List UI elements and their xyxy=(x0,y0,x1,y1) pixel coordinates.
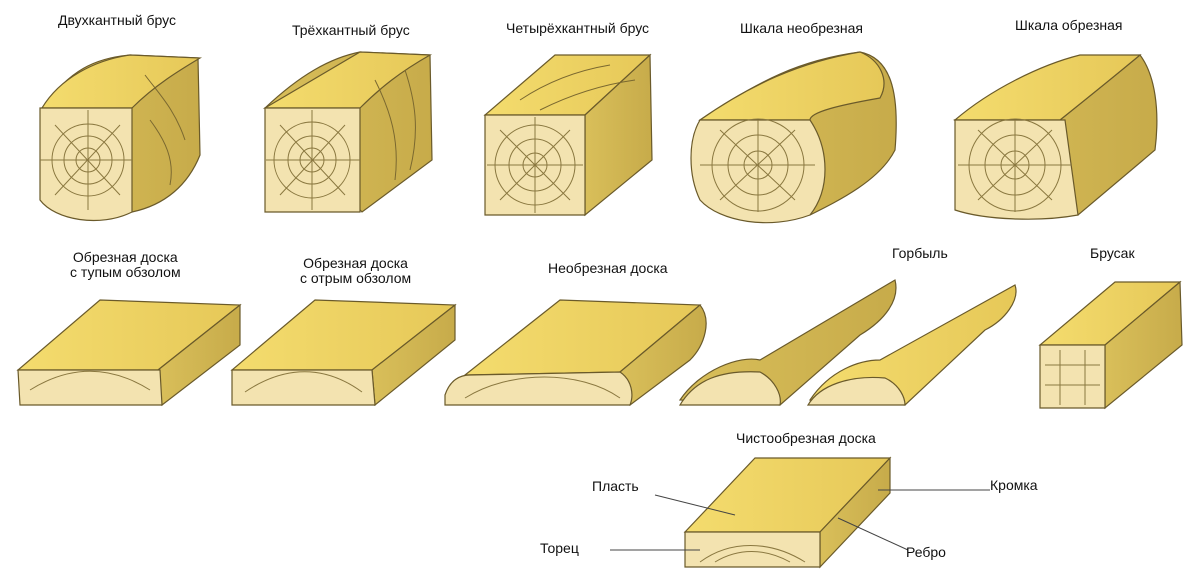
clean-edged-board-illustration xyxy=(683,456,892,569)
label-double-edged-beam: Двухкантный брус xyxy=(58,12,176,28)
label-three-edged-beam: Трёхкантный брус xyxy=(292,22,410,38)
label-bar: Брусак xyxy=(1090,245,1135,261)
part-leader-lines xyxy=(610,489,990,551)
label-edged-board-blunt-wane: Обрезная доска с тупым обзолом xyxy=(70,250,181,280)
label-unedged-board: Необрезная доска xyxy=(548,260,668,276)
edged-slab-illustration xyxy=(953,54,1158,220)
part-label-arris: Ребро xyxy=(906,544,946,560)
label-four-edged-beam: Четырёхкантный брус xyxy=(506,20,650,36)
unedged-slab-illustration xyxy=(690,51,897,224)
part-label-edge: Кромка xyxy=(990,477,1038,493)
label-edged-slab: Шкала обрезная xyxy=(1015,17,1123,33)
label-clean-edged-board: Чистообрезная доска xyxy=(736,430,876,446)
label-edged-board-blunt-wane-line2: с тупым обзолом xyxy=(70,264,181,280)
face-leader xyxy=(654,494,736,516)
part-label-end: Торец xyxy=(540,540,579,556)
edged-board-blunt-wane-illustration xyxy=(16,299,242,407)
label-unedged-slab: Шкала необрезная xyxy=(740,20,863,36)
bar-illustration xyxy=(1038,280,1183,410)
part-label-face: Пласть xyxy=(592,478,639,494)
label-edged-board-sharp-wane-line1: Обрезная доска xyxy=(303,255,408,271)
unedged-board-illustration xyxy=(444,299,707,406)
slab-wood-illustration xyxy=(678,279,1017,406)
label-slab-wood: Горбыль xyxy=(892,245,948,261)
four-edged-beam-illustration xyxy=(483,53,653,217)
double-edged-beam-illustration xyxy=(39,54,203,222)
arris-leader xyxy=(837,517,909,551)
label-edged-board-blunt-wane-line1: Обрезная доска xyxy=(72,249,178,265)
label-edged-board-sharp-wane: Обрезная доска с отрым обзолом xyxy=(300,256,411,286)
edged-board-sharp-wane-illustration xyxy=(230,299,457,407)
three-edged-beam-illustration xyxy=(262,51,433,213)
label-edged-board-sharp-wane-line2: с отрым обзолом xyxy=(300,270,412,286)
